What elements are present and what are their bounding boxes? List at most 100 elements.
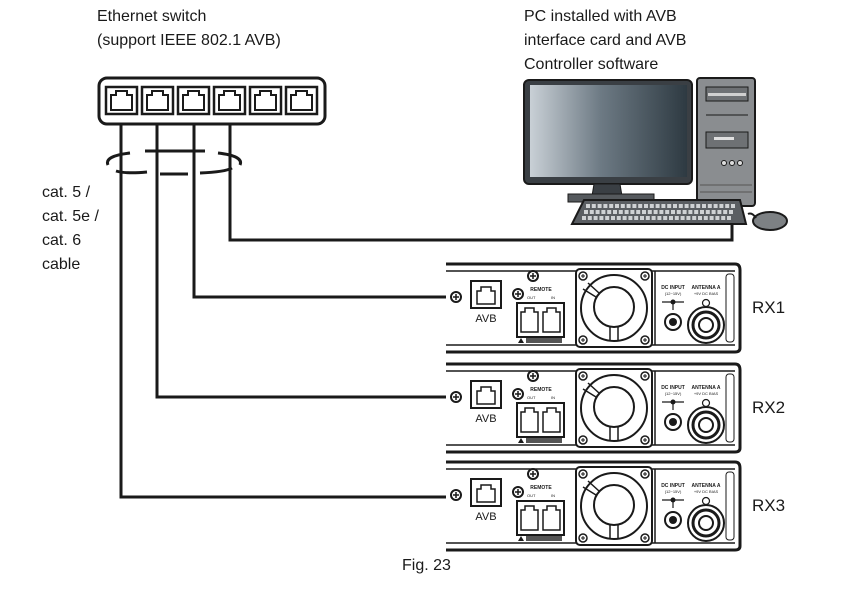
- cable-to-pc: [228, 124, 734, 242]
- antenna-bias-label: +9V DC BIAS: [694, 489, 719, 494]
- antenna-connector: ANTENNA A+9V DC BIAS: [687, 385, 725, 444]
- ethernet-switch: [97, 76, 327, 126]
- cable-label-line-4: cable: [42, 256, 81, 273]
- cable-to-rx3: [119, 124, 456, 499]
- cooling-fan: [575, 268, 653, 348]
- remote-out-label: OUT: [527, 295, 536, 300]
- fan-screw-icon: [640, 271, 650, 281]
- screw-icon: [527, 370, 539, 382]
- pc-label-line-1: PC installed with AVB: [524, 8, 677, 25]
- warning-text: [526, 536, 562, 541]
- monitor: [523, 79, 693, 203]
- figure-caption: Fig. 23: [402, 557, 451, 574]
- dc-range-label: (12~15V): [665, 391, 682, 396]
- fan-screw-icon: [578, 271, 588, 281]
- fan-screw-icon: [640, 533, 650, 543]
- cable-bundle-marks: [105, 149, 243, 176]
- ethernet-cables: [119, 124, 734, 499]
- remote-ports: REMOTE OUT IN: [516, 485, 565, 541]
- warning-text: [526, 338, 562, 343]
- dc-input: DC INPUT(12~15V): [661, 483, 685, 529]
- remote-ports: REMOTE OUT IN: [516, 387, 565, 443]
- warning-icon: [518, 536, 524, 541]
- remote-out-label: OUT: [527, 395, 536, 400]
- dc-input-label: DC INPUT: [661, 385, 685, 391]
- fan-screw-icon: [640, 469, 650, 479]
- fan-screw-icon: [640, 335, 650, 345]
- dc-input: DC INPUT(12~15V): [661, 285, 685, 331]
- cable-label-line-3: cat. 6: [42, 232, 82, 249]
- antenna-label: ANTENNA A: [691, 385, 720, 391]
- screw-icon: [527, 468, 539, 480]
- cable-label-line-2: cat. 5e /: [42, 208, 99, 225]
- pc-label: PC installed with AVB interface card and…: [524, 5, 686, 77]
- keyboard: [570, 199, 748, 225]
- cable-label-line-1: cat. 5 /: [42, 184, 91, 201]
- fan-screw-icon: [578, 469, 588, 479]
- screw-icon: [450, 391, 462, 403]
- screw-icon: [527, 270, 539, 282]
- rx2-label: RX2: [752, 398, 786, 417]
- dc-range-label: (12~15V): [665, 489, 682, 494]
- screw-icon: [512, 486, 524, 498]
- avb-port-label: AVB: [475, 511, 496, 523]
- rj45-port-1: [104, 85, 139, 116]
- rj45-port-3: [176, 85, 211, 116]
- switch-label-line-2: (support IEEE 802.1 AVB): [97, 32, 281, 49]
- screw-icon: [450, 291, 462, 303]
- remote-out-label: OUT: [527, 493, 536, 498]
- remote-ports: REMOTE OUT IN: [516, 287, 565, 343]
- rj45-port-5: [248, 85, 283, 116]
- warning-icon: [518, 338, 524, 343]
- pc: [523, 77, 788, 231]
- screw-icon: [512, 288, 524, 300]
- fan-screw-icon: [578, 371, 588, 381]
- screw-icon: [450, 489, 462, 501]
- antenna-bias-label: +9V DC BIAS: [694, 391, 719, 396]
- antenna-bias-label: +9V DC BIAS: [694, 291, 719, 296]
- pc-label-line-2: interface card and AVB: [524, 32, 687, 49]
- cable-type-label: cat. 5 / cat. 5e / cat. 6 cable: [42, 181, 99, 277]
- antenna-label: ANTENNA A: [691, 285, 720, 291]
- dc-range-label: (12~15V): [665, 291, 682, 296]
- fan-screw-icon: [640, 371, 650, 381]
- cooling-fan: [575, 368, 653, 448]
- avb-port-label: AVB: [475, 413, 496, 425]
- remote-in-label: IN: [551, 295, 555, 300]
- ethernet-switch-label: Ethernet switch (support IEEE 802.1 AVB): [97, 5, 281, 53]
- screw-icon: [512, 388, 524, 400]
- dc-input-label: DC INPUT: [661, 285, 685, 291]
- fan-screw-icon: [640, 435, 650, 445]
- warning-text: [526, 438, 562, 443]
- antenna-connector: ANTENNA A+9V DC BIAS: [687, 483, 725, 542]
- cable-to-rx2: [155, 124, 456, 399]
- rj45-port-2: [140, 85, 175, 116]
- avb-port: [470, 380, 502, 409]
- remote-label: REMOTE: [530, 287, 552, 293]
- pc-label-line-3: Controller software: [524, 56, 659, 73]
- rx3-label: RX3: [752, 496, 786, 515]
- dc-input-label: DC INPUT: [661, 483, 685, 489]
- remote-label: REMOTE: [530, 387, 552, 393]
- switch-label-line-1: Ethernet switch: [97, 8, 207, 25]
- remote-label: REMOTE: [530, 485, 552, 491]
- fan-screw-icon: [578, 435, 588, 445]
- avb-port-label: AVB: [475, 313, 496, 325]
- remote-in-label: IN: [551, 493, 555, 498]
- rj45-port-4: [212, 85, 247, 116]
- rj45-port-6: [284, 85, 319, 116]
- fan-screw-icon: [578, 335, 588, 345]
- warning-icon: [518, 438, 524, 443]
- remote-in-label: IN: [551, 395, 555, 400]
- dc-input: DC INPUT(12~15V): [661, 385, 685, 431]
- fan-screw-icon: [578, 533, 588, 543]
- avb-port: [470, 280, 502, 309]
- receiver-rx1: AVB REMOTE OUT IN DC INPUT(12~15V) ANTENNA A+…: [446, 262, 742, 354]
- cooling-fan: [575, 466, 653, 546]
- cable-to-rx1: [192, 124, 456, 299]
- rx1-label: RX1: [752, 298, 786, 317]
- mouse: [747, 211, 788, 231]
